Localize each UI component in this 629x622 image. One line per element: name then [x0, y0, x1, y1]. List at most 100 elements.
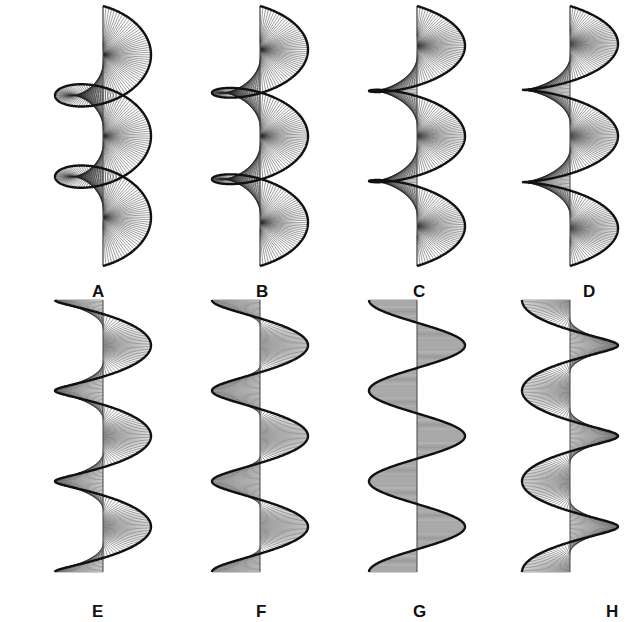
hatch-line: [570, 35, 616, 42]
hatch-line: [260, 132, 308, 136]
hatch-line: [570, 146, 581, 170]
hatch-line: [562, 407, 570, 418]
hatch-line: [374, 488, 417, 489]
wave-curve: [369, 6, 465, 266]
hatch-line: [417, 55, 423, 84]
hatch-line: [254, 91, 260, 125]
hatch-line: [260, 210, 305, 222]
hatch-line: [417, 144, 428, 172]
hatch-line: [417, 446, 453, 447]
hatch-line: [417, 525, 465, 526]
hatch-line: [570, 226, 618, 228]
hatch-line: [376, 473, 417, 474]
hatch-line: [417, 134, 465, 136]
hatch-line: [417, 442, 461, 443]
hatch-line: [417, 233, 434, 260]
hatch-line: [370, 484, 417, 485]
hatch-line: [213, 478, 260, 479]
hatch-line: [260, 421, 294, 426]
hatch-line: [417, 224, 465, 226]
hatch-line: [570, 53, 581, 77]
hatch-line: [373, 384, 417, 385]
hatch-line: [371, 485, 417, 486]
hatch-line: [417, 336, 457, 337]
hatch-line: [417, 520, 461, 521]
hatch-line: [260, 230, 266, 264]
hatch-line: [385, 493, 417, 494]
hatch-line: [371, 476, 417, 477]
hatch-line: [417, 534, 458, 535]
hatch-line: [417, 139, 453, 158]
hatch-line: [260, 115, 300, 135]
hatch-line: [417, 355, 454, 356]
axis-line: [103, 6, 104, 266]
hatch-line: [260, 511, 292, 516]
hatch-line: [570, 238, 581, 262]
hatch-line: [417, 522, 463, 523]
axis-line: [103, 300, 104, 572]
hatch-line: [103, 521, 149, 525]
hatch-line: [369, 479, 417, 480]
hatch-line: [260, 56, 271, 89]
hatch-line: [372, 566, 417, 567]
hatch-line: [417, 447, 451, 448]
hatch-line: [103, 421, 141, 430]
hatch-line: [417, 527, 465, 528]
hatch-line: [546, 402, 570, 412]
axis-line: [260, 300, 261, 572]
hatch-line: [103, 139, 133, 171]
hatch-line: [382, 401, 417, 402]
hatch-line: [372, 486, 417, 487]
hatch-line: [417, 426, 455, 427]
hatch-line: [369, 392, 417, 393]
hatch-line: [260, 47, 308, 49]
hatch-line: [260, 523, 307, 524]
hatch-line: [570, 225, 618, 228]
hatch-line: [417, 188, 423, 217]
hatch-line: [417, 443, 459, 444]
hatch-line: [523, 386, 570, 388]
hatch-line: [213, 477, 260, 479]
hatch-line: [417, 222, 465, 225]
hatch-line: [417, 532, 461, 533]
hatch-line: [260, 544, 268, 551]
hatch-line: [561, 96, 570, 121]
hatch-line: [570, 239, 576, 264]
hatch-line: [103, 61, 114, 100]
hatch-line: [212, 481, 260, 482]
hatch-line: [417, 143, 434, 170]
hatch-line: [260, 329, 290, 335]
hatch-line: [212, 570, 260, 572]
hatch-line: [103, 336, 147, 341]
hatch-line: [376, 382, 417, 383]
hatch-line: [417, 448, 448, 449]
hatch-line: [55, 389, 103, 391]
hatch-line: [417, 229, 453, 248]
hatch-line: [212, 300, 260, 301]
hatch-line: [384, 469, 417, 470]
hatch-line: [374, 383, 417, 384]
hatch-line: [260, 509, 286, 515]
hatch-line: [260, 130, 307, 136]
axis-line: [260, 6, 261, 266]
hatch-line: [260, 432, 307, 434]
hatch-line: [417, 515, 451, 516]
wave-panel: [55, 6, 151, 266]
hatch-line: [260, 105, 287, 133]
hatch-line: [417, 444, 457, 445]
axis-line: [570, 6, 571, 266]
hatch-line: [214, 476, 260, 478]
hatch-line: [260, 525, 308, 526]
hatch-line: [260, 191, 287, 219]
hatch-line: [103, 332, 143, 340]
hatch-line: [570, 198, 590, 221]
hatch-line: [370, 302, 417, 303]
wave-panel: [369, 300, 465, 572]
hatch-line: [212, 388, 260, 390]
hatch-line: [260, 103, 285, 132]
hatch-line: [103, 539, 118, 553]
hatch-line: [417, 52, 434, 79]
hatch-line: [417, 42, 465, 45]
hatch-line: [103, 207, 150, 217]
